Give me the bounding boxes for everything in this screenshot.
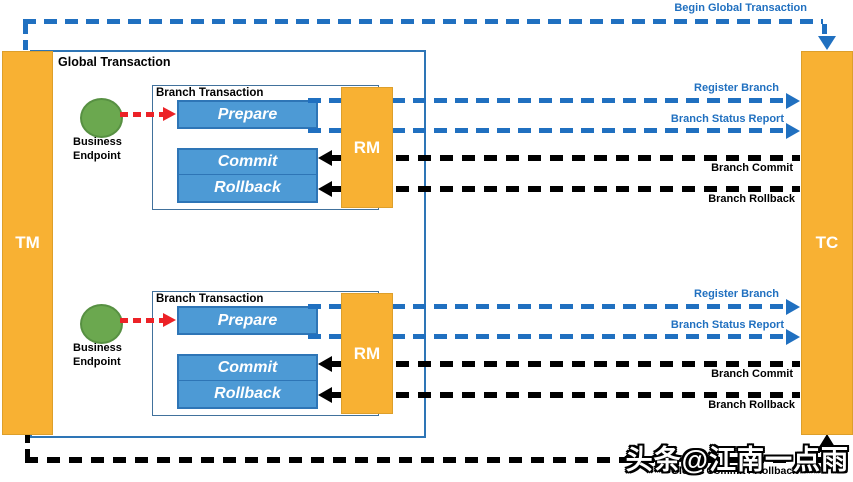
rm-node: RM xyxy=(341,293,393,414)
commit-box: Commit xyxy=(217,153,278,170)
branch-status-arrow-icon xyxy=(786,329,800,345)
register-branch-arrow-icon xyxy=(786,299,800,315)
global-commit-label: Global Commit / Rollback xyxy=(670,465,798,477)
commit-rollback-stack: Commit Rollback xyxy=(177,148,318,203)
branch-rollback-label: Branch Rollback xyxy=(708,193,795,205)
business-endpoint-icon xyxy=(80,304,123,344)
branch-status-line xyxy=(308,128,786,133)
begin-transaction-label: Begin Global Transaction xyxy=(674,2,807,14)
branch-status-label: Branch Status Report xyxy=(670,319,784,331)
branch-commit-label: Branch Commit xyxy=(711,368,793,380)
invoke-line xyxy=(120,112,165,117)
global-commit-line-stub xyxy=(25,434,30,458)
register-branch-label: Register Branch xyxy=(694,288,779,300)
tm-node: TM xyxy=(2,51,53,435)
begin-transaction-line-stub xyxy=(23,24,28,51)
branch-rollback-arrow-icon xyxy=(318,181,332,197)
branch-rollback-arrow-icon xyxy=(318,387,332,403)
begin-transaction-arrow-icon xyxy=(818,36,836,50)
commit-rollback-stack: Commit Rollback xyxy=(177,354,318,409)
register-branch-label: Register Branch xyxy=(694,82,779,94)
branch-commit-line xyxy=(330,361,800,367)
business-endpoint-icon xyxy=(80,98,123,138)
rm-node: RM xyxy=(341,87,393,208)
register-branch-arrow-icon xyxy=(786,93,800,109)
tc-node: TC xyxy=(801,51,853,435)
register-branch-line xyxy=(308,304,786,309)
begin-transaction-line xyxy=(23,19,823,24)
begin-transaction-line-corner xyxy=(822,24,827,36)
global-commit-line xyxy=(25,457,822,463)
watermark: 头条@江南一点雨 xyxy=(625,445,849,475)
invoke-line xyxy=(120,318,165,323)
branch-rollback-line xyxy=(330,392,800,398)
branch-status-line xyxy=(308,334,786,339)
branch-status-arrow-icon xyxy=(786,123,800,139)
branch-commit-line xyxy=(330,155,800,161)
rollback-box: Rollback xyxy=(179,380,316,407)
global-transaction-label: Global Transaction xyxy=(58,55,171,69)
invoke-arrow-icon xyxy=(163,107,176,121)
branch-commit-arrow-icon xyxy=(318,150,332,166)
branch-commit-label: Branch Commit xyxy=(711,162,793,174)
prepare-box: Prepare xyxy=(177,306,318,335)
business-endpoint-label: Business Endpoint xyxy=(73,136,122,162)
branch-commit-arrow-icon xyxy=(318,356,332,372)
branch-rollback-label: Branch Rollback xyxy=(708,399,795,411)
prepare-box: Prepare xyxy=(177,100,318,129)
branch-transaction-label: Branch Transaction xyxy=(156,293,264,305)
rollback-box: Rollback xyxy=(179,174,316,201)
branch-transaction-label: Branch Transaction xyxy=(156,87,264,99)
branch-status-label: Branch Status Report xyxy=(670,113,784,125)
register-branch-line xyxy=(308,98,786,103)
invoke-arrow-icon xyxy=(163,313,176,327)
global-commit-arrow-icon xyxy=(819,434,835,447)
global-commit-line-corner xyxy=(823,447,828,458)
branch-rollback-line xyxy=(330,186,800,192)
business-endpoint-label: Business Endpoint xyxy=(73,342,122,368)
commit-box: Commit xyxy=(217,359,278,376)
